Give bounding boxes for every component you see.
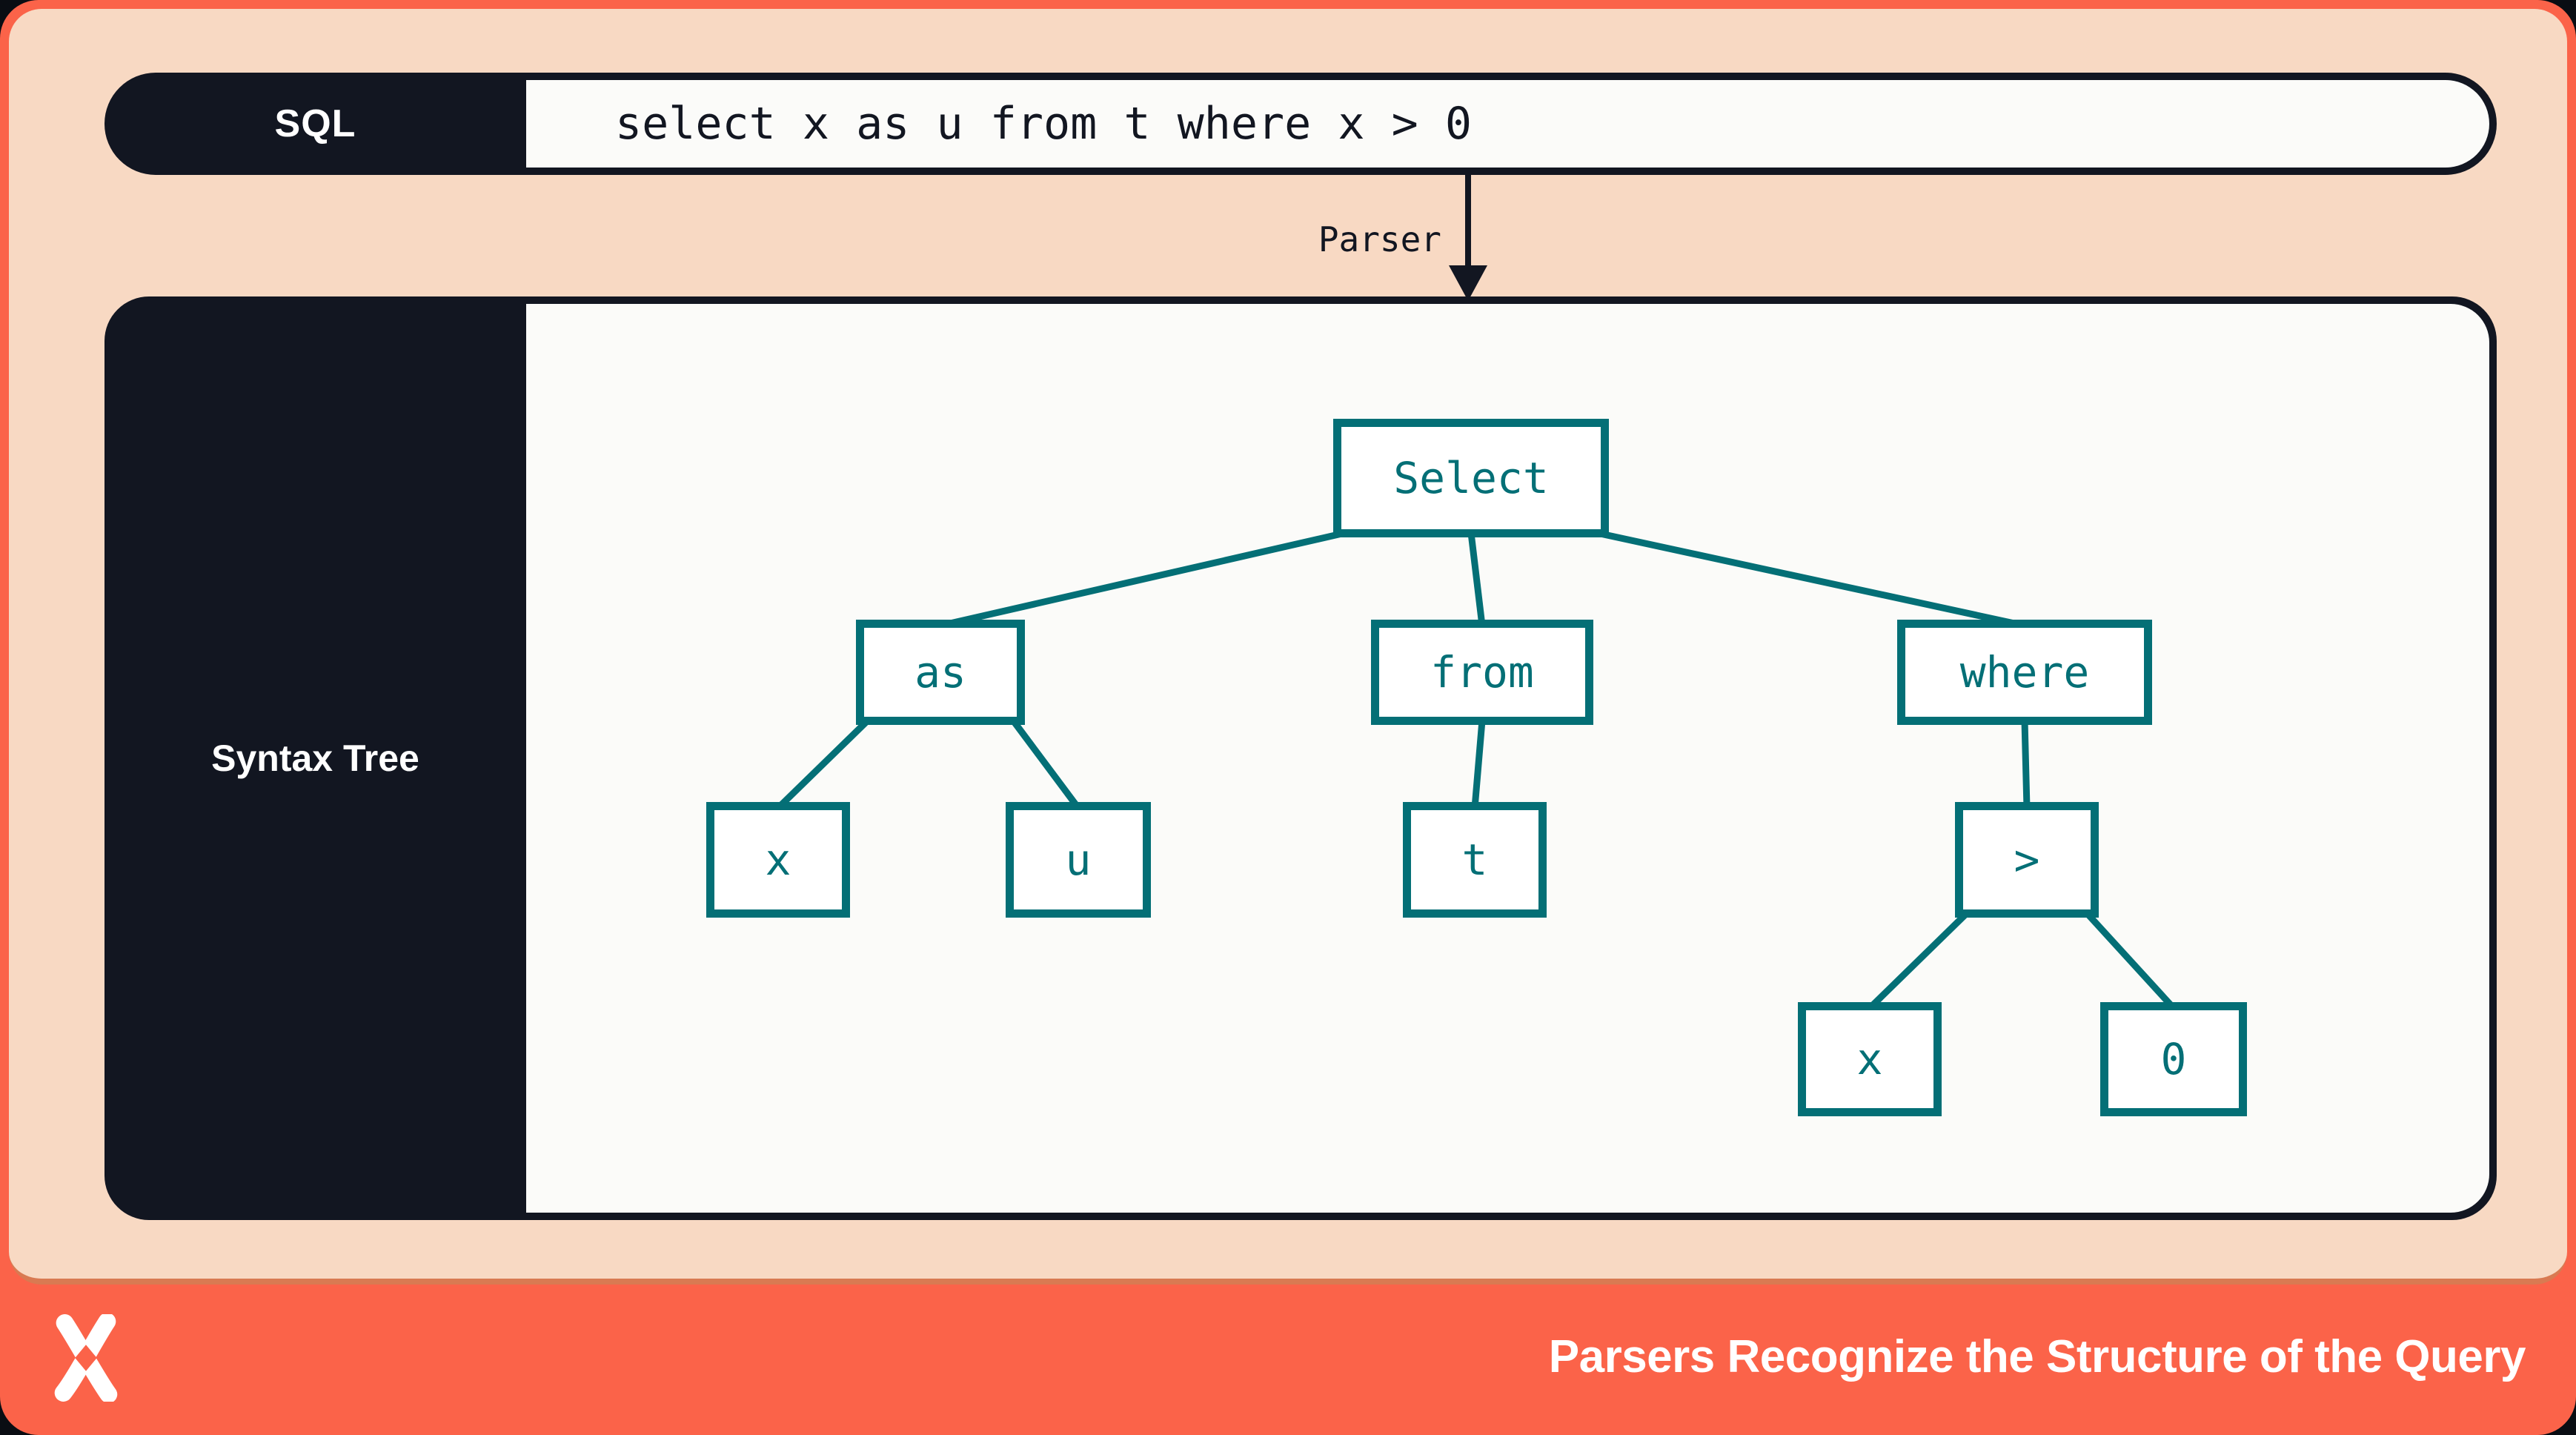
- x-mark-logo: [54, 1314, 118, 1402]
- sql-bar: SQL select x as u from t where x > 0: [104, 73, 2497, 175]
- parser-arrow-line: [1465, 175, 1471, 267]
- syntax-tree-panel-label: Syntax Tree: [211, 738, 419, 779]
- footer-bar: Parsers Recognize the Structure of the Q…: [0, 1279, 2576, 1435]
- parser-label: Parser: [1318, 219, 1441, 259]
- sql-bar-label: SQL: [274, 102, 356, 145]
- syntax-tree-panel: Syntax Tree: [104, 296, 2497, 1220]
- sql-bar-content: select x as u from t where x > 0: [526, 80, 2489, 168]
- footer-title: Parsers Recognize the Structure of the Q…: [1548, 1331, 2526, 1382]
- syntax-tree-canvas: [526, 304, 2489, 1213]
- parser-arrow-head-icon: [1449, 265, 1487, 301]
- sql-query-text: select x as u from t where x > 0: [615, 98, 1472, 150]
